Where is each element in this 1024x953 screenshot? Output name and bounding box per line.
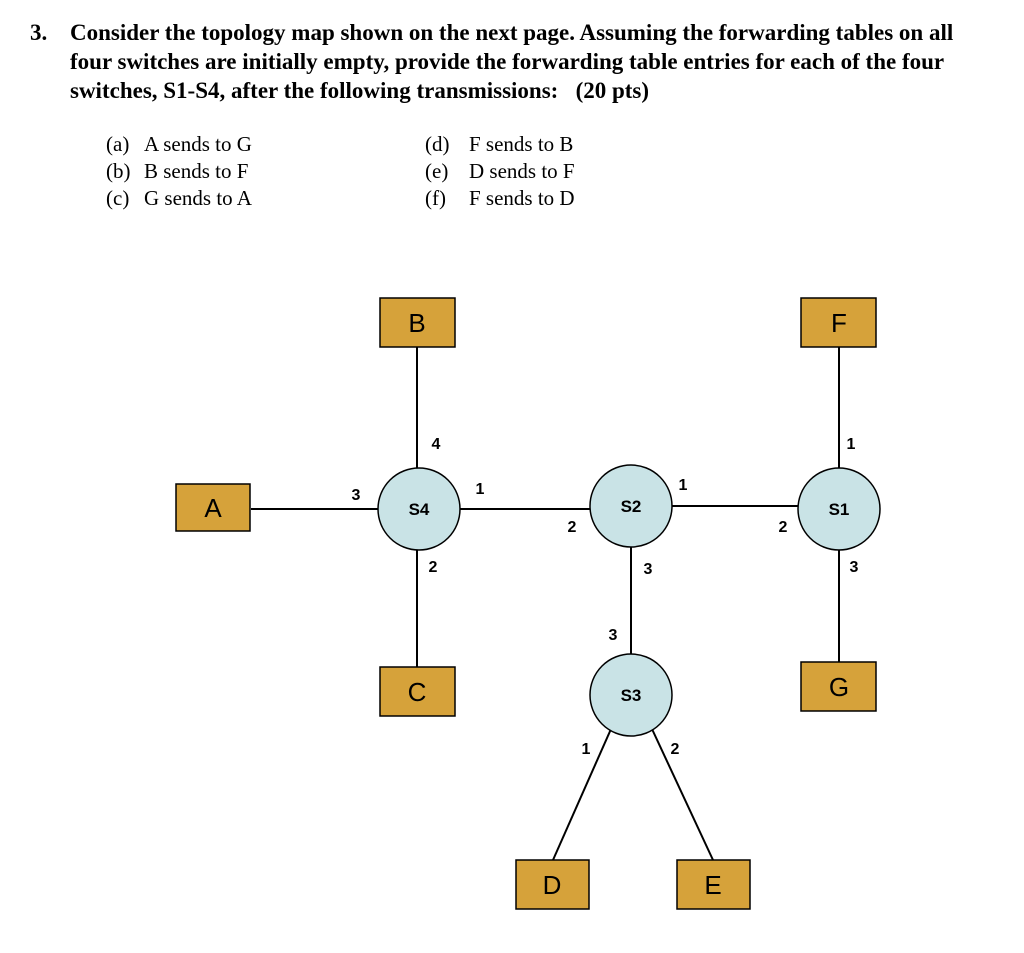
switch-s1: S1 <box>797 467 881 551</box>
host-g: G <box>800 661 877 712</box>
transmissions-right: (d)F sends to B (e)D sends to F (f)F sen… <box>425 131 575 212</box>
transmission-b: (b)B sends to F <box>106 159 249 183</box>
host-d: D <box>515 859 590 910</box>
svg-text:G: G <box>829 672 849 702</box>
switch-s3: S3 <box>589 653 673 737</box>
transmissions-left: (a)A sends to G (b)B sends to F (c)G sen… <box>106 131 252 212</box>
link-s3-e <box>651 728 714 861</box>
transmission-e: (e)D sends to F <box>425 159 575 183</box>
port-s1-f: 1 <box>847 436 856 453</box>
svg-text:D: D <box>543 870 562 900</box>
question-number: 3. <box>30 20 48 45</box>
port-s4-c: 2 <box>429 559 438 576</box>
host-f: F <box>800 297 877 348</box>
switch-s2: S2 <box>589 464 673 548</box>
port-s2-s4: 2 <box>568 519 577 536</box>
svg-text:B: B <box>408 308 425 338</box>
transmission-c: (c)G sends to A <box>106 186 252 210</box>
port-s4-a: 3 <box>352 487 361 504</box>
question: 3. Consider the topology map shown on th… <box>30 18 990 105</box>
transmission-a: (a)A sends to G <box>106 132 252 156</box>
host-a: A <box>175 483 251 532</box>
svg-text:S3: S3 <box>621 686 642 705</box>
svg-text:C: C <box>408 677 427 707</box>
svg-text:S1: S1 <box>829 500 850 519</box>
svg-text:S4: S4 <box>409 500 430 519</box>
svg-text:S2: S2 <box>621 497 642 516</box>
port-s3-d: 1 <box>582 741 591 758</box>
port-s3-e: 2 <box>671 741 680 758</box>
port-s3-s2: 3 <box>609 627 618 644</box>
port-s2-s3: 3 <box>644 561 653 578</box>
svg-text:F: F <box>831 308 847 338</box>
port-s4-b: 4 <box>432 436 441 453</box>
link-s3-d <box>552 728 612 861</box>
question-text: Consider the topology map shown on the n… <box>70 20 954 103</box>
svg-text:A: A <box>204 493 222 523</box>
port-s1-s2: 2 <box>779 519 788 536</box>
port-s1-g: 3 <box>850 559 859 576</box>
transmission-d: (d)F sends to B <box>425 132 574 156</box>
transmission-f: (f)F sends to D <box>425 186 575 210</box>
port-s2-s1: 1 <box>679 477 688 494</box>
host-b: B <box>379 297 456 348</box>
port-s4-s2: 1 <box>476 481 485 498</box>
host-c: C <box>379 666 456 717</box>
svg-text:E: E <box>704 870 721 900</box>
switch-s4: S4 <box>377 467 461 551</box>
host-e: E <box>676 859 751 910</box>
